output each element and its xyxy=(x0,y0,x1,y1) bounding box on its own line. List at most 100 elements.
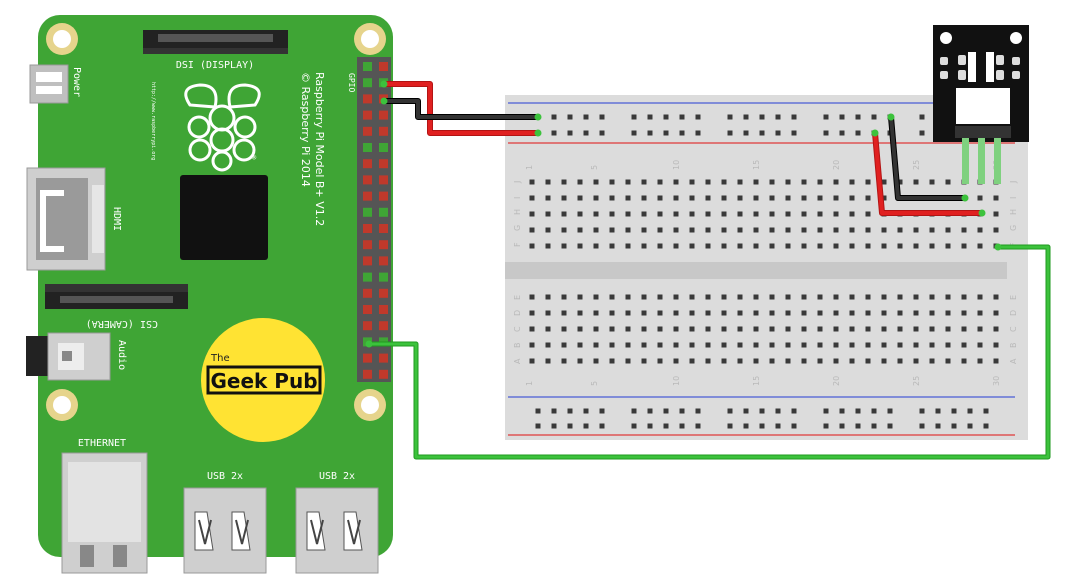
breadboard-hole xyxy=(919,130,925,136)
breadboard-hole xyxy=(657,211,663,217)
breadboard-hole xyxy=(945,243,951,249)
breadboard-hole xyxy=(657,294,663,300)
sensor-pins xyxy=(962,138,1001,184)
breadboard-hole xyxy=(897,326,903,332)
breadboard-hole xyxy=(801,326,807,332)
breadboard-hole xyxy=(529,243,535,249)
breadboard-hole xyxy=(673,294,679,300)
breadboard-hole xyxy=(833,310,839,316)
gpio-pin xyxy=(379,143,388,152)
breadboard-hole xyxy=(657,179,663,185)
breadboard-hole xyxy=(721,195,727,201)
breadboard-hole xyxy=(679,423,685,429)
breadboard-hole xyxy=(881,294,887,300)
breadboard-hole xyxy=(871,408,877,414)
breadboard-hole xyxy=(791,423,797,429)
row-letter-c: C xyxy=(1009,326,1018,332)
breadboard-hole xyxy=(977,358,983,364)
breadboard-hole xyxy=(727,130,733,136)
breadboard-hole xyxy=(561,342,567,348)
breadboard-hole xyxy=(673,342,679,348)
breadboard-hole xyxy=(577,195,583,201)
breadboard-hole xyxy=(705,342,711,348)
breadboard-hole xyxy=(577,326,583,332)
gpio-pin xyxy=(363,207,372,217)
breadboard-hole xyxy=(593,211,599,217)
breadboard-hole xyxy=(977,294,983,300)
row-letter-b: B xyxy=(1009,343,1018,349)
col-number-25-bottom: 25 xyxy=(912,376,921,386)
gpio-pin xyxy=(379,256,388,266)
breadboard-hole xyxy=(689,179,695,185)
breadboard-hole xyxy=(849,195,855,201)
row-letter-i: I xyxy=(1009,197,1018,199)
breadboard-hole xyxy=(753,326,759,332)
breadboard-hole xyxy=(977,195,983,201)
breadboard-hole xyxy=(839,130,845,136)
breadboard-hole xyxy=(673,179,679,185)
breadboard-hole xyxy=(593,179,599,185)
row-letter-j: J xyxy=(1009,181,1018,184)
gpio-pin xyxy=(379,159,388,169)
breadboard-hole xyxy=(641,326,647,332)
breadboard-hole xyxy=(801,179,807,185)
breadboard-hole xyxy=(647,114,653,120)
breadboard-hole xyxy=(849,310,855,316)
breadboard-hole xyxy=(641,342,647,348)
gpio-pin xyxy=(379,191,388,201)
hdmi-label: HDMI xyxy=(111,207,122,231)
breadboard-hole xyxy=(913,294,919,300)
breadboard-hole xyxy=(865,342,871,348)
breadboard-hole xyxy=(823,408,829,414)
breadboard-hole xyxy=(647,408,653,414)
breadboard-hole xyxy=(849,342,855,348)
breadboard-hole xyxy=(945,227,951,233)
breadboard-hole xyxy=(689,294,695,300)
breadboard-hole xyxy=(753,211,759,217)
row-letter-i-left: I xyxy=(513,197,522,199)
breadboard-hole xyxy=(785,227,791,233)
breadboard-hole xyxy=(865,179,871,185)
dsi-label: DSI (DISPLAY) xyxy=(176,60,254,71)
wires xyxy=(365,80,1051,460)
row-letter-b-left: B xyxy=(513,343,522,349)
usb-port-right xyxy=(295,487,379,574)
breadboard-hole xyxy=(673,326,679,332)
breadboard-hole xyxy=(913,342,919,348)
hdmi-port xyxy=(26,167,106,271)
breadboard-hole xyxy=(593,195,599,201)
breadboard-hole xyxy=(609,358,615,364)
breadboard-hole xyxy=(833,294,839,300)
breadboard-hole xyxy=(721,342,727,348)
breadboard-hole xyxy=(785,358,791,364)
breadboard-hole xyxy=(545,294,551,300)
breadboard-hole xyxy=(897,358,903,364)
breadboard-hole xyxy=(609,195,615,201)
col-number-20-bottom: 20 xyxy=(832,376,841,386)
gpio-pin xyxy=(379,224,388,233)
breadboard-hole xyxy=(785,195,791,201)
row-letter-a-left: A xyxy=(513,358,522,364)
breadboard-hole xyxy=(881,195,887,201)
logo-small-text: The xyxy=(210,353,230,364)
breadboard-hole xyxy=(705,310,711,316)
breadboard-hole xyxy=(743,423,749,429)
col-number-1-top: 1 xyxy=(525,165,534,170)
breadboard-hole xyxy=(689,243,695,249)
breadboard-hole xyxy=(529,211,535,217)
gpio-pin xyxy=(363,78,372,88)
breadboard-hole xyxy=(951,408,957,414)
breadboard-hole xyxy=(689,326,695,332)
breadboard-hole xyxy=(913,179,919,185)
breadboard-hole xyxy=(721,358,727,364)
breadboard-hole xyxy=(881,227,887,233)
breadboard-hole xyxy=(961,310,967,316)
breadboard-hole xyxy=(801,195,807,201)
breadboard-hole xyxy=(929,179,935,185)
breadboard-hole xyxy=(657,227,663,233)
breadboard-hole xyxy=(551,130,557,136)
audio-label: Audio xyxy=(116,340,127,370)
breadboard-hole xyxy=(769,326,775,332)
breadboard-hole xyxy=(657,342,663,348)
breadboard-hole xyxy=(625,243,631,249)
